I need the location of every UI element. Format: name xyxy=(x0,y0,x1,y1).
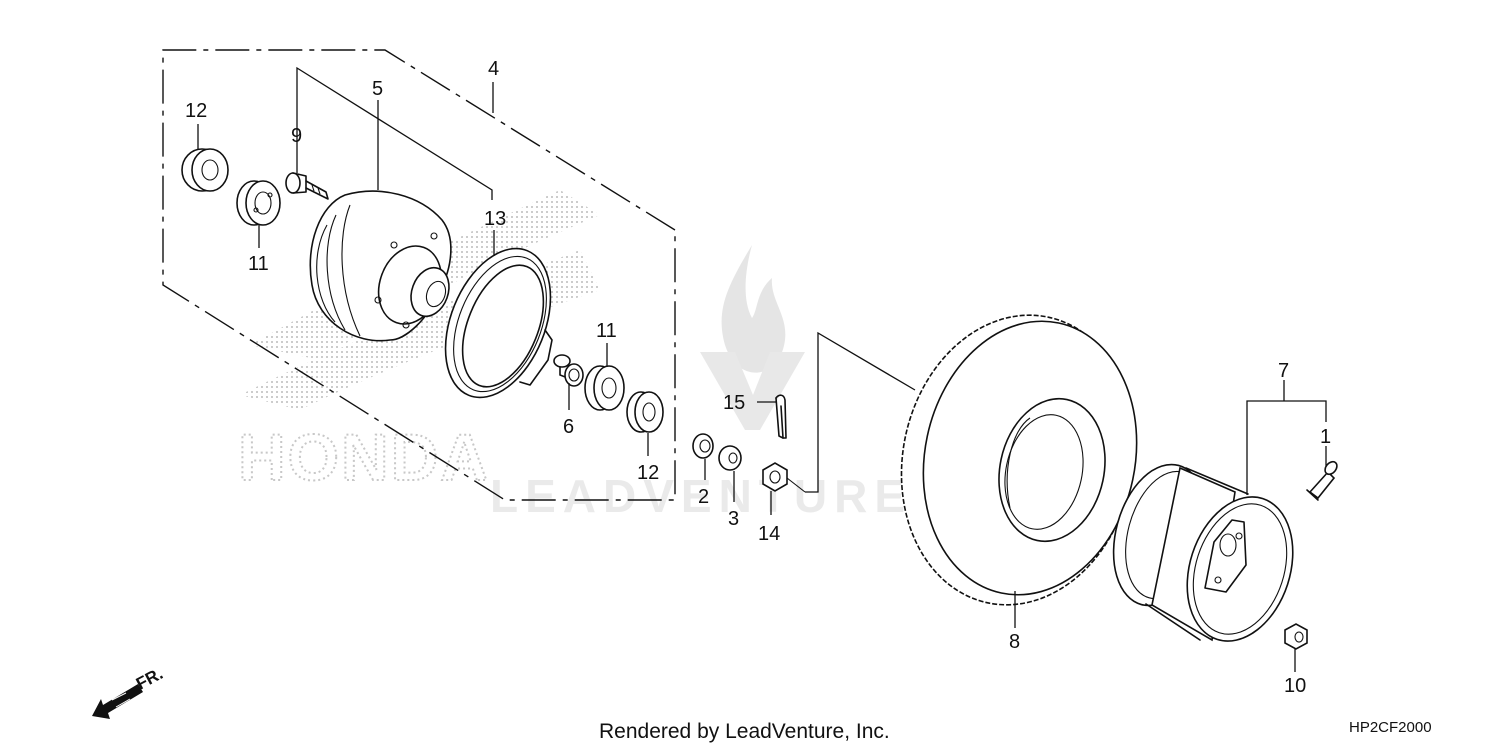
callout-7: 7 xyxy=(1278,360,1289,382)
part-9-stud xyxy=(285,172,329,200)
part-2-washer xyxy=(692,433,714,459)
rendered-by-credit: Rendered by LeadVenture, Inc. xyxy=(599,720,890,743)
callout-15: 15 xyxy=(723,392,745,414)
leadventure-v-mark xyxy=(700,352,805,430)
part-7-wheel xyxy=(1112,463,1294,642)
part-10-nut xyxy=(1284,623,1308,650)
part-3-washer xyxy=(718,445,742,471)
part-12-bearing-left xyxy=(181,148,229,192)
leader-lines xyxy=(197,82,1327,672)
callout-12-left: 12 xyxy=(185,100,207,122)
callout-5: 5 xyxy=(372,78,383,100)
leadventure-watermark-text: LEADVENTURE xyxy=(490,470,912,522)
part-14-castle-nut xyxy=(762,462,806,493)
callout-12-right: 12 xyxy=(637,462,659,484)
callout-8: 8 xyxy=(1009,631,1020,653)
part-13-seal-ring xyxy=(444,247,553,399)
callout-13: 13 xyxy=(484,208,506,230)
front-direction-indicator: FR. xyxy=(92,664,166,719)
part-15-cotter-pin xyxy=(775,394,787,439)
part-11-bearing-left xyxy=(236,180,281,226)
callout-11-right: 11 xyxy=(596,320,617,342)
part-11-bearing-right xyxy=(584,365,625,411)
hub-assembly-outline xyxy=(162,49,676,501)
part-5-hub xyxy=(309,190,452,342)
part-8-tire xyxy=(900,314,1138,606)
callout-11-left: 11 xyxy=(248,253,269,275)
callout-labels: 12 11 9 5 4 13 11 6 12 2 3 14 15 8 7 1 1… xyxy=(185,58,1331,697)
callout-10: 10 xyxy=(1284,675,1306,697)
callout-3: 3 xyxy=(728,508,739,530)
part-12-bearing-right xyxy=(626,391,664,433)
leadventure-watermark: LEADVENTURE xyxy=(490,245,912,522)
leadventure-flame-icon xyxy=(721,245,786,373)
callout-6: 6 xyxy=(563,416,574,438)
callout-1: 1 xyxy=(1320,426,1331,448)
callout-14: 14 xyxy=(758,523,780,545)
part-6-collar xyxy=(553,354,584,387)
part-1-valve xyxy=(1306,460,1338,501)
arrow-left-down-icon xyxy=(92,684,143,719)
callout-9: 9 xyxy=(291,125,302,147)
callout-2: 2 xyxy=(698,486,709,508)
diagram-code: HP2CF2000 xyxy=(1349,719,1432,736)
bracket-9-13 xyxy=(296,66,493,200)
honda-watermark-text: HONDA xyxy=(238,420,490,494)
callout-4: 4 xyxy=(488,58,499,80)
